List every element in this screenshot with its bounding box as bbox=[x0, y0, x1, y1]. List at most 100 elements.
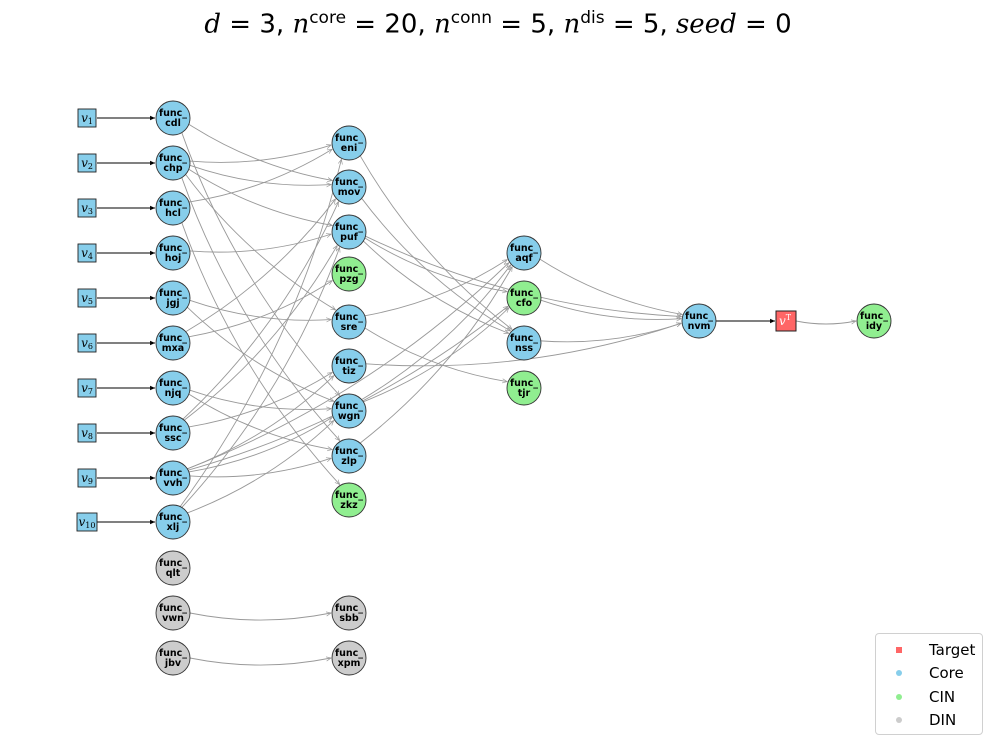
edge-ssc-puf bbox=[183, 246, 337, 421]
node-puf-label-1: func_ bbox=[335, 222, 363, 233]
node-vwn: func_vwn bbox=[155, 595, 191, 631]
node-nvm-label-1: func_ bbox=[685, 311, 713, 322]
edge-eni-nss bbox=[359, 155, 512, 330]
node-aqf-label-1: func_ bbox=[510, 243, 538, 254]
node-cfo: func_cfo bbox=[506, 280, 542, 316]
node-cfo-circle bbox=[506, 280, 542, 316]
node-jgj-label-2: jgj bbox=[165, 298, 179, 309]
node-tiz-circle bbox=[331, 348, 367, 384]
node-chp-label-2: chp bbox=[163, 163, 182, 174]
legend-item-din: DIN bbox=[882, 709, 976, 733]
edge-xlj-puf bbox=[181, 247, 340, 508]
node-aqf-circle bbox=[506, 235, 542, 271]
node-mxa-label-2: mxa bbox=[162, 343, 184, 354]
node-mov-label-1: func_ bbox=[335, 177, 363, 188]
title-nconn-value: 5 bbox=[530, 9, 547, 40]
legend-item-target: Target bbox=[882, 638, 976, 662]
input-v10-label: v10 bbox=[79, 515, 96, 530]
node-chp-circle bbox=[155, 145, 191, 181]
node-eni-circle bbox=[331, 125, 367, 161]
input-v5: v5 bbox=[77, 288, 97, 308]
node-xlj-circle bbox=[155, 504, 191, 540]
node-xpm-label-1: func_ bbox=[335, 648, 363, 659]
edge-ssc-tiz bbox=[188, 372, 332, 428]
node-wgn-circle bbox=[331, 393, 367, 429]
input-v8: v8 bbox=[77, 423, 97, 443]
legend-target-marker bbox=[896, 646, 902, 653]
input-v1-label: v1 bbox=[81, 111, 93, 126]
node-zlp: func_zlp bbox=[331, 438, 367, 474]
node-vwn-label-1: func_ bbox=[159, 603, 187, 614]
node-njq: func_njq bbox=[155, 370, 191, 406]
title-ndis-value: 5 bbox=[642, 9, 660, 40]
node-hcl: func_hcl bbox=[155, 190, 191, 226]
node-sre-label-2: sre bbox=[341, 322, 358, 333]
node-njq-label-2: njq bbox=[165, 388, 182, 399]
node-jgj-label-1: func_ bbox=[159, 288, 187, 299]
node-wgn: func_wgn bbox=[331, 393, 367, 429]
edge-sre-aqf bbox=[364, 260, 507, 317]
edges-layer bbox=[97, 115, 856, 666]
input-v9: v9 bbox=[77, 468, 97, 488]
node-wgn-label-2: wgn bbox=[338, 411, 361, 422]
node-idy-circle bbox=[856, 303, 892, 339]
node-cdl-circle bbox=[155, 100, 191, 136]
input-v10: v10 bbox=[76, 512, 98, 532]
edge-xlj-wgn bbox=[187, 421, 333, 514]
node-zkz-label-2: zkz bbox=[340, 500, 358, 511]
edge-puf-cfo bbox=[364, 237, 507, 292]
node-sre-circle bbox=[331, 304, 367, 340]
node-vvh-label-1: func_ bbox=[159, 468, 187, 479]
node-cfo-label-2: cfo bbox=[516, 298, 533, 309]
edge-mxa-pzg bbox=[188, 281, 332, 338]
node-hoj: func_hoj bbox=[155, 235, 191, 271]
node-vvh: func_vvh bbox=[155, 460, 191, 496]
edge-chp-zlp bbox=[181, 177, 340, 441]
legend-item-cin: CIN bbox=[882, 685, 976, 709]
edge-mov-nss bbox=[361, 198, 511, 331]
edge-chp-sre bbox=[185, 174, 336, 310]
node-cdl: func_cdl bbox=[155, 100, 191, 136]
node-xpm: func_xpm bbox=[331, 640, 367, 676]
node-wgn-label-1: func_ bbox=[335, 401, 363, 412]
node-nss-label-1: func_ bbox=[510, 333, 538, 344]
node-pzg-label-1: func_ bbox=[335, 264, 363, 275]
node-sre: func_sre bbox=[331, 304, 367, 340]
input-v3-label: v3 bbox=[81, 201, 93, 216]
edge-jgj-wgn bbox=[186, 306, 334, 401]
node-ssc-label-2: ssc bbox=[165, 433, 182, 444]
node-qlt-circle bbox=[155, 550, 191, 586]
node-puf: func_puf bbox=[331, 214, 367, 250]
node-vvh-circle bbox=[155, 460, 191, 496]
node-mov: func_mov bbox=[331, 169, 367, 205]
node-zkz-circle bbox=[331, 482, 367, 518]
input-v4-label: v4 bbox=[81, 246, 93, 261]
node-hoj-label-2: hoj bbox=[165, 253, 182, 264]
legend-din-label: DIN bbox=[929, 711, 957, 730]
chart-title: d = 3, ncore = 20, nconn = 5, ndis = 5, … bbox=[204, 8, 792, 40]
input-v9-box bbox=[77, 468, 97, 488]
target-label: vT bbox=[779, 313, 792, 328]
legend-din-marker bbox=[896, 717, 902, 724]
input-v3-box bbox=[77, 198, 97, 218]
node-zlp-label-1: func_ bbox=[335, 446, 363, 457]
edge-nss-nvm bbox=[540, 323, 681, 343]
node-mxa-circle bbox=[155, 325, 191, 361]
node-tiz-label-2: tiz bbox=[342, 366, 356, 377]
node-jbv: func_jbv bbox=[155, 640, 191, 676]
edge-jbv-xpm bbox=[189, 658, 331, 666]
node-zkz-label-1: func_ bbox=[335, 490, 363, 501]
node-aqf-label-2: aqf bbox=[515, 253, 533, 264]
node-mov-label-2: mov bbox=[338, 187, 361, 198]
node-tiz: func_tiz bbox=[331, 348, 367, 384]
node-sre-label-1: func_ bbox=[335, 312, 363, 323]
node-hcl-label-2: hcl bbox=[165, 208, 181, 219]
input-v2-box bbox=[77, 153, 97, 173]
input-v8-box bbox=[77, 423, 97, 443]
node-nvm-label-2: nvm bbox=[688, 321, 711, 332]
node-tjr-label-1: func_ bbox=[510, 378, 538, 389]
input-v7: v7 bbox=[77, 378, 97, 398]
legend: Target Core CIN DIN bbox=[875, 633, 983, 735]
title-d-value: 3 bbox=[259, 9, 276, 40]
